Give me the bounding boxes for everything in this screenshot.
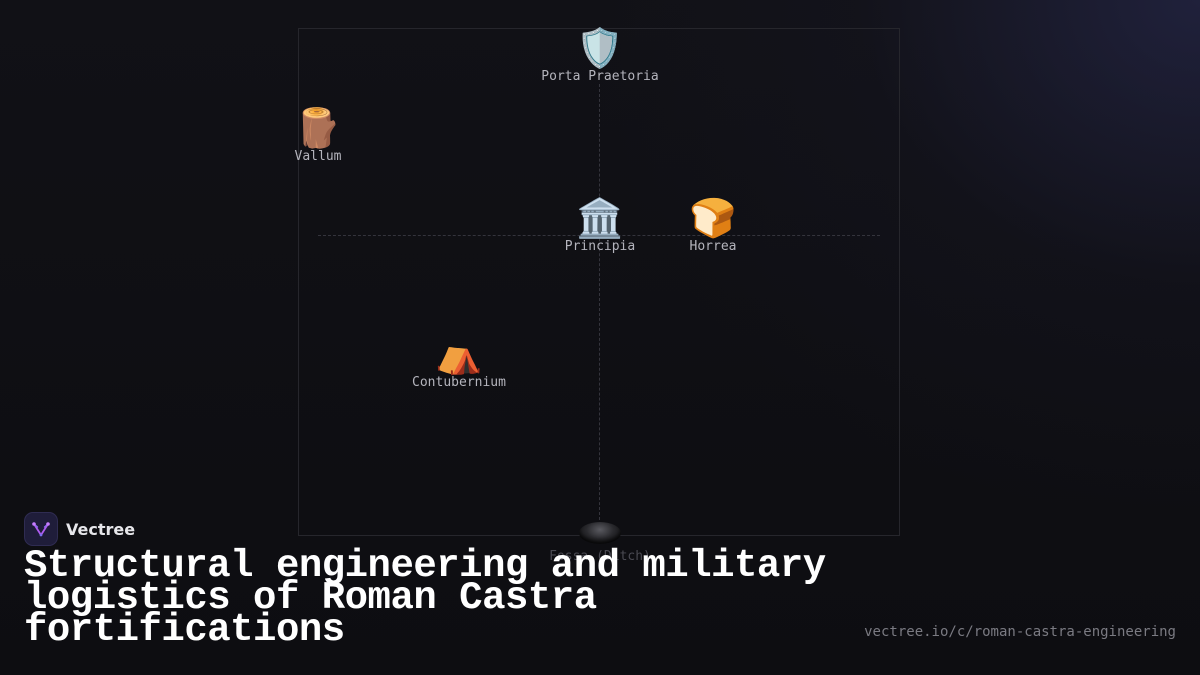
node-label: Fossa (Ditch) [549,549,651,564]
node-fossa: Fossa (Ditch) [530,508,670,564]
hole-icon [530,508,670,548]
tent-icon: ⛺ [435,332,483,376]
shield-icon: 🛡️ [576,26,624,70]
node-label: Porta Praetoria [541,69,659,84]
bread-icon: 🍞 [689,196,737,240]
classical-building-icon: 🏛️ [576,196,624,240]
brand-name: Vectree [66,519,136,539]
node-label: Contubernium [412,375,506,390]
node-horrea: 🍞 Horrea [643,198,783,254]
node-porta-praetoria: 🛡️ Porta Praetoria [530,28,670,84]
node-vallum: 🪵 Vallum [248,108,388,164]
page-title: Structural engineering and military logi… [24,544,826,652]
node-principia: 🏛️ Principia [530,198,670,254]
vertical-axis-line [599,84,600,520]
vectree-logo-icon [24,512,58,546]
log-icon: 🪵 [294,106,342,150]
course-url[interactable]: vectree.io/c/roman-castra-engineering [864,624,1176,640]
brand: Vectree [24,512,135,546]
node-label: Vallum [294,149,342,164]
node-label: Horrea [689,239,737,254]
node-contubernium: ⛺ Contubernium [389,334,529,390]
node-label: Principia [564,239,636,254]
